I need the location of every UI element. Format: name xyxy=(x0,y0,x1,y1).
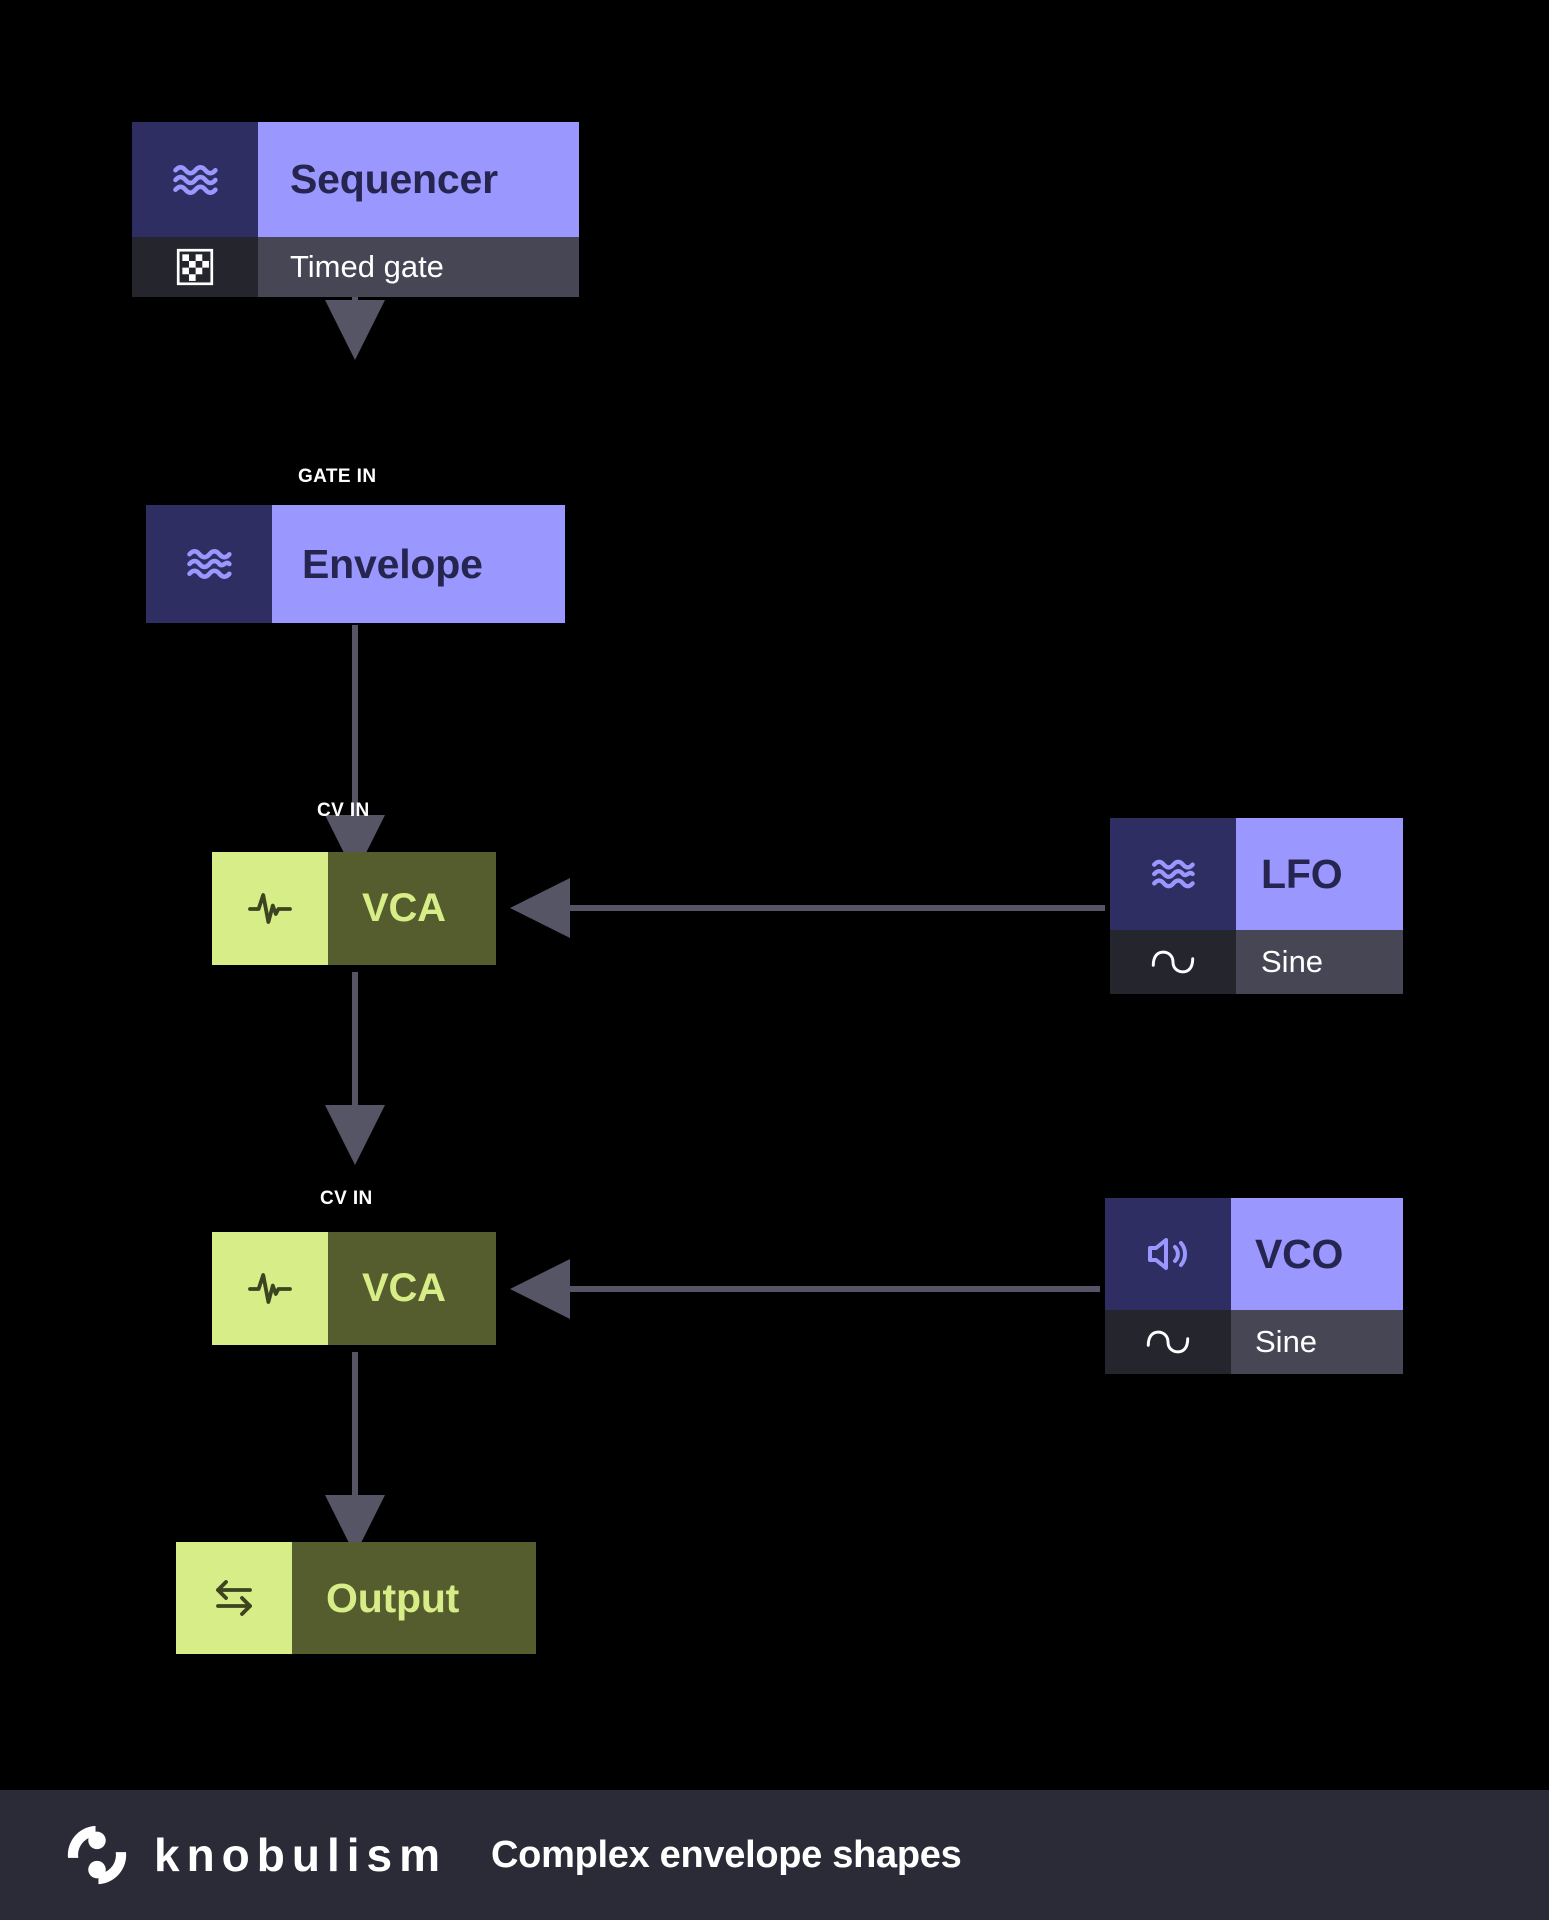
pulse-icon xyxy=(212,852,328,965)
node-sub-label-lfo-sine: Sine xyxy=(1236,930,1403,994)
node-envelope[interactable]: Envelope xyxy=(146,505,565,623)
node-vca-2[interactable]: VCA xyxy=(212,1232,496,1345)
edge-layer xyxy=(325,258,1105,1555)
node-lfo[interactable]: LFO Sine xyxy=(1110,818,1403,994)
node-title-lfo: LFO xyxy=(1236,818,1403,930)
checkerboard-icon xyxy=(132,237,258,297)
brand-name: knobulism xyxy=(154,1829,448,1881)
node-output[interactable]: Output xyxy=(176,1542,536,1654)
node-title-vco: VCO xyxy=(1231,1198,1403,1310)
waves-icon xyxy=(132,122,258,237)
node-vca-1[interactable]: VCA xyxy=(212,852,496,965)
node-vco[interactable]: VCO Sine xyxy=(1105,1198,1403,1374)
footer-caption: Complex envelope shapes xyxy=(491,1833,962,1876)
footer-bar: knobulism Complex envelope shapes xyxy=(0,1790,1549,1920)
waves-icon xyxy=(1110,818,1236,930)
node-title-output: Output xyxy=(292,1542,536,1654)
edge-label-gate-in: GATE IN xyxy=(298,466,377,487)
knob-swirl-logo-icon xyxy=(62,1820,132,1890)
node-sequencer[interactable]: Sequencer Timed gate xyxy=(132,122,579,297)
sine-wave-icon xyxy=(1110,930,1236,994)
node-title-envelope: Envelope xyxy=(272,505,565,623)
node-title-sequencer: Sequencer xyxy=(258,122,579,237)
node-sub-label-vco-sine: Sine xyxy=(1231,1310,1403,1374)
speaker-icon xyxy=(1105,1198,1231,1310)
node-title-vca-1: VCA xyxy=(328,852,496,965)
pulse-icon xyxy=(212,1232,328,1345)
diagram-canvas: GATE IN CV IN CV IN Sequencer xyxy=(132,122,1403,1654)
edge-label-cv-in-2: CV IN xyxy=(320,1188,373,1209)
node-title-vca-2: VCA xyxy=(328,1232,496,1345)
node-sub-label-timed-gate: Timed gate xyxy=(258,237,579,297)
waves-icon xyxy=(146,505,272,623)
edge-label-cv-in-1: CV IN xyxy=(317,800,370,821)
sine-wave-icon xyxy=(1105,1310,1231,1374)
transfer-icon xyxy=(176,1542,292,1654)
